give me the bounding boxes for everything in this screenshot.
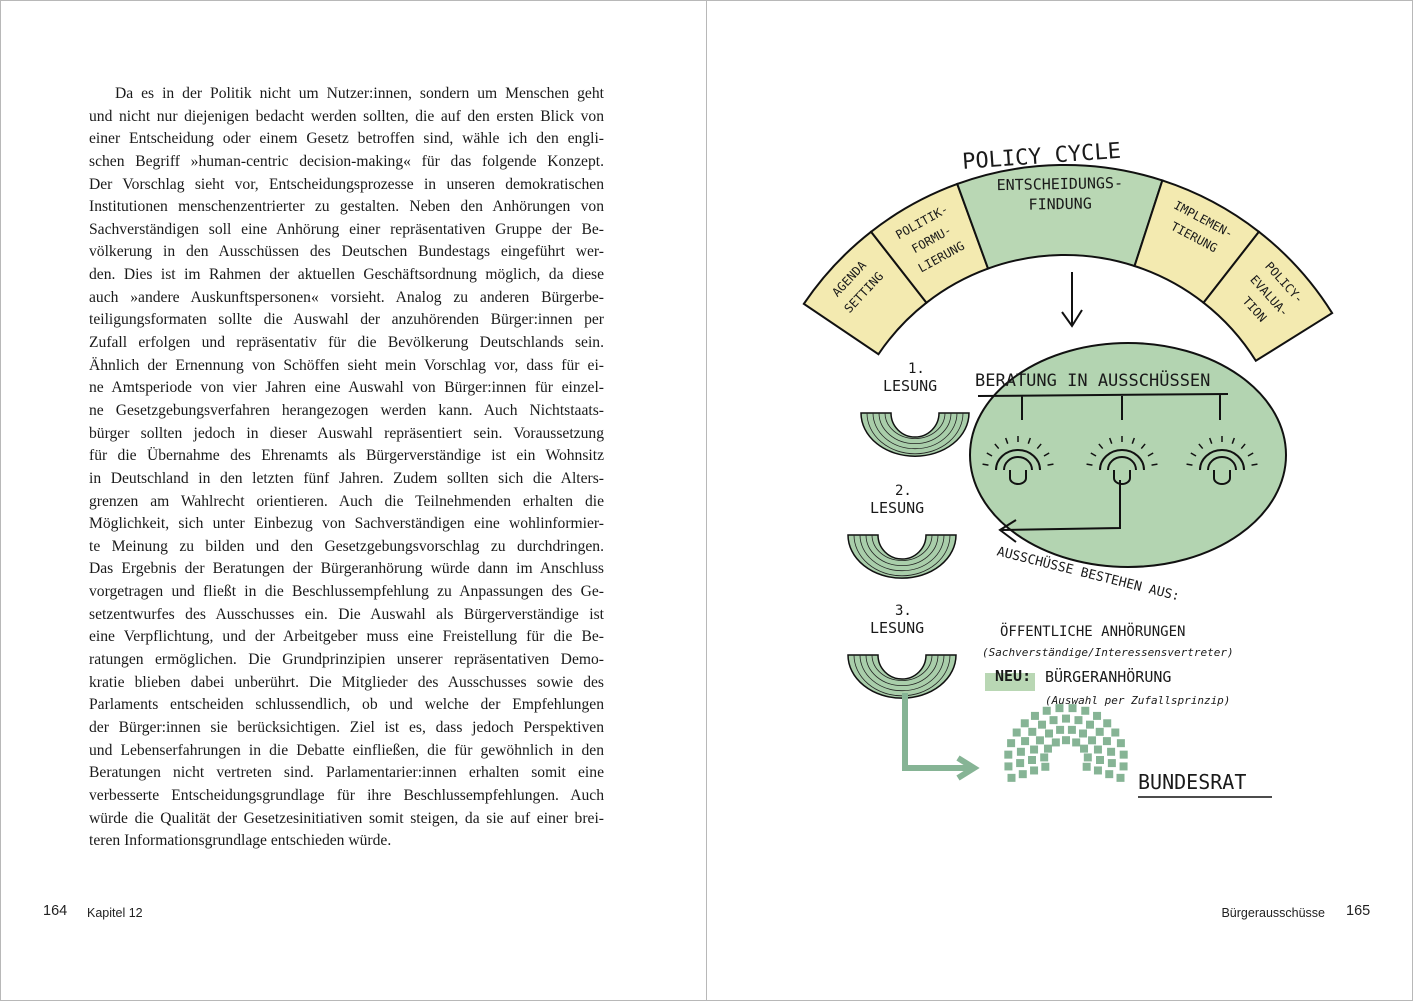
new-label: NEU: (995, 667, 1031, 685)
text-line: ne Amtsperiode von vier Jahren eine Ausw… (89, 379, 604, 397)
text-line: verbesserte Entscheidungsgrundlage für i… (89, 786, 604, 804)
text-line: Der Vorschlag sieht vor, Entscheidungspr… (89, 175, 604, 193)
return-arrow-icon (998, 480, 1121, 543)
text-line: Möglichkeit, sich unter Einbezug von Sac… (89, 515, 604, 533)
text-line: Sachverständigen soll eine Anhörung eine… (89, 220, 604, 238)
text-line: Da es in der Politik nicht um Nutzer:inn… (115, 85, 604, 102)
bundesrat-label: BUNDESRAT (1138, 770, 1246, 794)
text-line: teiligungsformaten sollte die Auswahl de… (89, 311, 604, 329)
text-line: eine Verpflichtung, und der Arbeitgeber … (89, 628, 604, 646)
committee-label: BERATUNG IN AUSSCHÜSSEN (975, 369, 1210, 391)
text-line: bürger sollten jedoch in dieser Auswahl … (89, 424, 604, 442)
body-text: Da es in der Politik nicht um Nutzer:inn… (89, 83, 604, 853)
discussion-spiral-icon (1186, 436, 1258, 485)
text-line: auch »andere Auskunftspersonen« vorsieht… (89, 288, 604, 306)
text-line: schen Begriff »human-centric decision-ma… (89, 152, 604, 170)
text-line: ne Gesetzgebungsverfahren herangezogen w… (89, 401, 604, 419)
page-number-left: 164 (43, 903, 68, 919)
text-line: völkerung in den Ausschüssen des Deutsch… (89, 243, 604, 261)
text-line: grenzen am Wahlrecht orientieren. Auch d… (89, 492, 604, 510)
page-number-right: 165 (1346, 903, 1371, 919)
public-hearings-note: (Sachverständige/Interessensvertreter) (982, 646, 1234, 659)
text-line: Ähnlich der Ernennung von Schöffen sieht… (89, 356, 604, 374)
citizen-hearing-note: (Auswahl per Zufallsprinzip) (1045, 694, 1230, 707)
text-line: und nicht nur diejenigen bedacht werden … (89, 107, 604, 125)
running-head-right: Bürgerausschüsse (1221, 906, 1325, 920)
discussion-spiral-icon (982, 436, 1054, 485)
text-line: Das Ergebnis der Beratungen der Bürgeran… (89, 560, 604, 578)
reading-label: LESUNG (883, 377, 937, 395)
text-line: Institutionen menschenzentrierter zu ges… (89, 198, 604, 216)
text-line: der Bürger:innen sie berücksichtigen. Zi… (89, 718, 604, 736)
reading-number: 3. (895, 603, 912, 619)
reading-number: 2. (895, 483, 912, 499)
citizen-hearing: BÜRGERANHÖRUNG (1045, 667, 1171, 686)
text-line: Parlaments entscheiden schlussendlich, o… (89, 696, 604, 714)
arrow-to-bundesrat-icon (902, 693, 980, 781)
running-head-left: Kapitel 12 (87, 906, 143, 920)
text-line: den. Dies ist im Rahmen der aktuellen Ge… (89, 266, 604, 284)
text-line: ratungen ermöglichen. Die Grundprinzipie… (89, 651, 604, 669)
committee-branches (977, 393, 1229, 420)
plenary-seating-icon (847, 654, 957, 699)
text-line: einer Entscheidung oder einem Gesetz bet… (89, 130, 604, 148)
text-line: würde die Qualität der Gesetzesinitiativ… (89, 809, 604, 827)
plenary-seating-icon (847, 534, 957, 579)
text-line: te Meinung zu bilden und den Gesetzgebun… (89, 537, 604, 555)
text-line: kratie blieben dabei unberührt. Die Mitg… (89, 673, 604, 691)
text-line: Zufall erfolgen und repräsentativ für di… (89, 334, 604, 352)
text-line: und Lebenserfahrungen in die Debatte ein… (89, 741, 604, 759)
segment-label: FINDUNG (1028, 194, 1092, 213)
new-highlight (985, 673, 1035, 691)
text-line: für die Übernahme des Ehrenamts als Bürg… (89, 447, 604, 465)
text-line: Beratungen nicht vertreten sind. Parlame… (89, 764, 604, 782)
plenary-seating-icon (860, 412, 970, 457)
policy-cycle-segment (1202, 230, 1334, 363)
text-line: setzentwurfes des Ausschusses ein. Die A… (89, 605, 604, 623)
discussion-spiral-icon (1086, 436, 1158, 485)
left-page: Da es in der Politik nicht um Nutzer:inn… (0, 0, 707, 1001)
reading-label: LESUNG (870, 499, 924, 517)
public-hearings: ÖFFENTLICHE ANHÖRUNGEN (1000, 622, 1185, 640)
text-line: in Deutschland in den letzten fünf Jahre… (89, 469, 604, 487)
bundesrat-seating-icon (1004, 704, 1128, 782)
reading-label: LESUNG (870, 619, 924, 637)
down-arrow-icon (1061, 272, 1083, 328)
text-line: vorgetragen und fließt in die Beschlusse… (89, 583, 604, 601)
segment-label: ENTSCHEIDUNGS- (996, 174, 1123, 194)
committee-circle (969, 342, 1287, 568)
text-line: teren Informationsgrundlage entschieden … (89, 832, 392, 850)
reading-number: 1. (908, 361, 925, 377)
